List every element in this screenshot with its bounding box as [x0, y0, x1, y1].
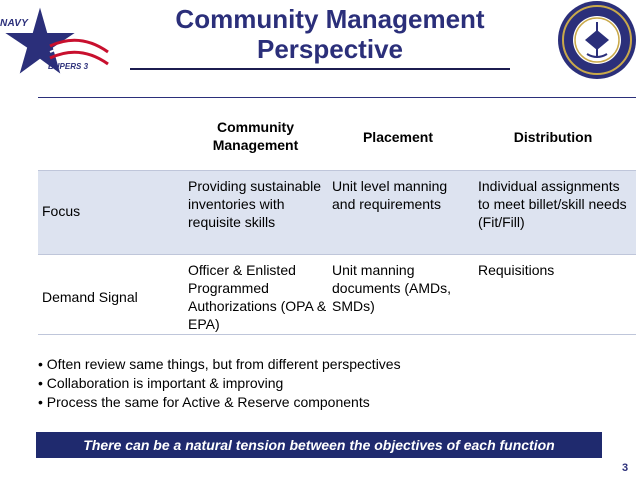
bullet-item: • Often review same things, but from dif… — [38, 356, 401, 372]
header-community-management: Community Management — [212, 119, 299, 153]
title-line-1: Community Management — [175, 4, 485, 34]
table-cell: Providing sustainable inventories with r… — [188, 178, 322, 230]
table-cell: Individual assignments to meet billet/sk… — [478, 178, 627, 230]
header-distribution: Distribution — [513, 129, 593, 145]
table-cell: Officer & Enlisted Programmed Authorizat… — [188, 262, 327, 332]
page-title: Community Management Perspective — [130, 4, 530, 64]
divider-line — [38, 97, 636, 98]
table-cell: Unit level manning and requirements — [332, 178, 448, 212]
bullet-item: • Process the same for Active & Reserve … — [38, 394, 370, 410]
star-logo-icon — [0, 0, 109, 79]
tension-banner: There can be a natural tension between t… — [36, 432, 602, 458]
bullet-list: • Often review same things, but from dif… — [38, 355, 401, 412]
logo-bupers-text: BUPERS 3 — [48, 62, 89, 71]
page-number: 3 — [622, 462, 629, 474]
table-row-focus: Focus Providing sustainable inventories … — [38, 170, 636, 254]
table-cell: Requisitions — [478, 262, 555, 278]
bullet-item: • Collaboration is important & improving — [38, 375, 284, 391]
title-line-2: Perspective — [257, 34, 403, 64]
table-row-demand-signal: Demand Signal Officer & Enlisted Program… — [38, 254, 636, 335]
logo-navy-text: NAVY — [0, 18, 29, 29]
perspective-table: Community Management Placement Distribut… — [38, 108, 636, 335]
row-label: Demand Signal — [42, 289, 138, 305]
title-underline — [130, 68, 510, 70]
navy-seal-icon — [558, 1, 636, 79]
table-header-row: Community Management Placement Distribut… — [38, 108, 636, 170]
row-label: Focus — [42, 203, 81, 219]
table-cell: Unit manning documents (AMDs, SMDs) — [332, 262, 452, 314]
bupers-logo: NAVY BUPERS 3 — [0, 0, 110, 80]
header-placement: Placement — [362, 129, 434, 145]
